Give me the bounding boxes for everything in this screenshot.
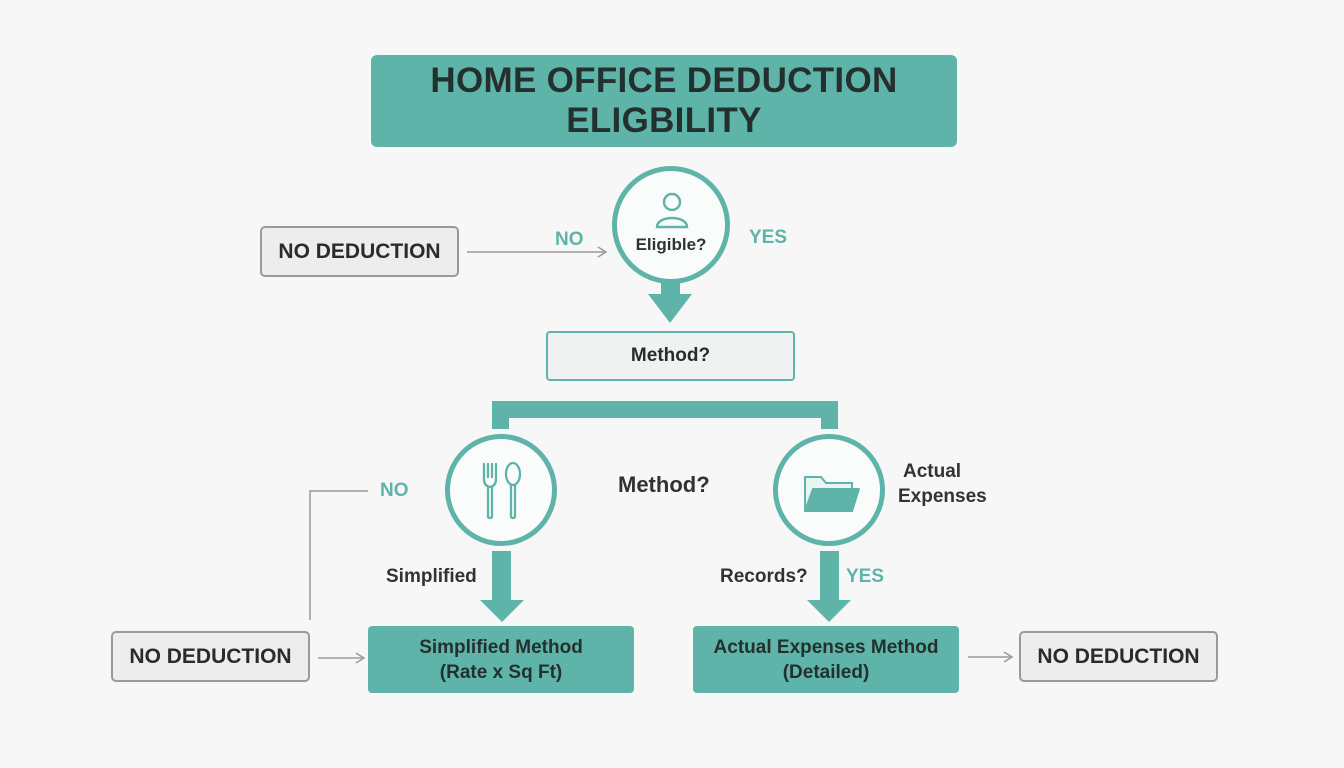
arrow-no-to-eligible — [467, 246, 608, 258]
label-actual-line-1: Actual — [903, 461, 962, 482]
eligible-node: Eligible? — [612, 166, 730, 284]
simplified-box-line-1: Simplified Method — [419, 636, 583, 658]
actual-box-line-1: Actual Expenses Method — [713, 636, 939, 658]
label-actual-expenses: Actual Expenses — [898, 459, 987, 509]
label-no-left: NO — [380, 480, 409, 501]
no-deduction-top: NO DEDUCTION — [260, 226, 459, 277]
arrow-actual-to-no-deduction — [968, 651, 1014, 663]
person-icon — [655, 192, 689, 229]
arrow-actual-down — [807, 551, 851, 622]
arrow-eligible-to-method — [648, 282, 692, 323]
diagram-title: HOME OFFICE DEDUCTION ELIGBILITY — [371, 55, 957, 147]
folder-icon — [804, 476, 860, 512]
branch-bracket — [492, 401, 838, 429]
method-box: Method? — [546, 331, 795, 381]
label-yes-top: YES — [749, 227, 788, 248]
arrow-left-to-simplified — [318, 652, 366, 664]
simplified-box-line-2: (Rate x Sq Ft) — [439, 661, 563, 683]
title-line-1: HOME OFFICE DEDUCTION — [430, 61, 898, 100]
label-no-top: NO — [555, 229, 584, 250]
simplified-method-box: Simplified Method (Rate x Sq Ft) — [368, 626, 634, 693]
label-simplified: Simplified — [386, 566, 477, 587]
no-deduction-left: NO DEDUCTION — [111, 631, 310, 682]
fork-spoon-icon — [482, 461, 522, 520]
label-actual-line-2: Expenses — [898, 486, 987, 507]
actual-box-line-2: (Detailed) — [782, 661, 870, 683]
title-line-2: ELIGBILITY — [566, 101, 762, 140]
eligible-label: Eligible? — [635, 235, 707, 254]
label-records: Records? — [720, 566, 808, 587]
no-deduction-right: NO DEDUCTION — [1019, 631, 1218, 682]
label-yes-right: YES — [846, 566, 885, 587]
arrow-simplified-down — [480, 551, 524, 622]
actual-expenses-method-box: Actual Expenses Method (Detailed) — [693, 626, 959, 693]
label-method-center: Method? — [618, 472, 710, 497]
actual-expenses-node — [773, 434, 885, 546]
connector-no-left — [309, 490, 368, 620]
simplified-node — [445, 434, 557, 546]
